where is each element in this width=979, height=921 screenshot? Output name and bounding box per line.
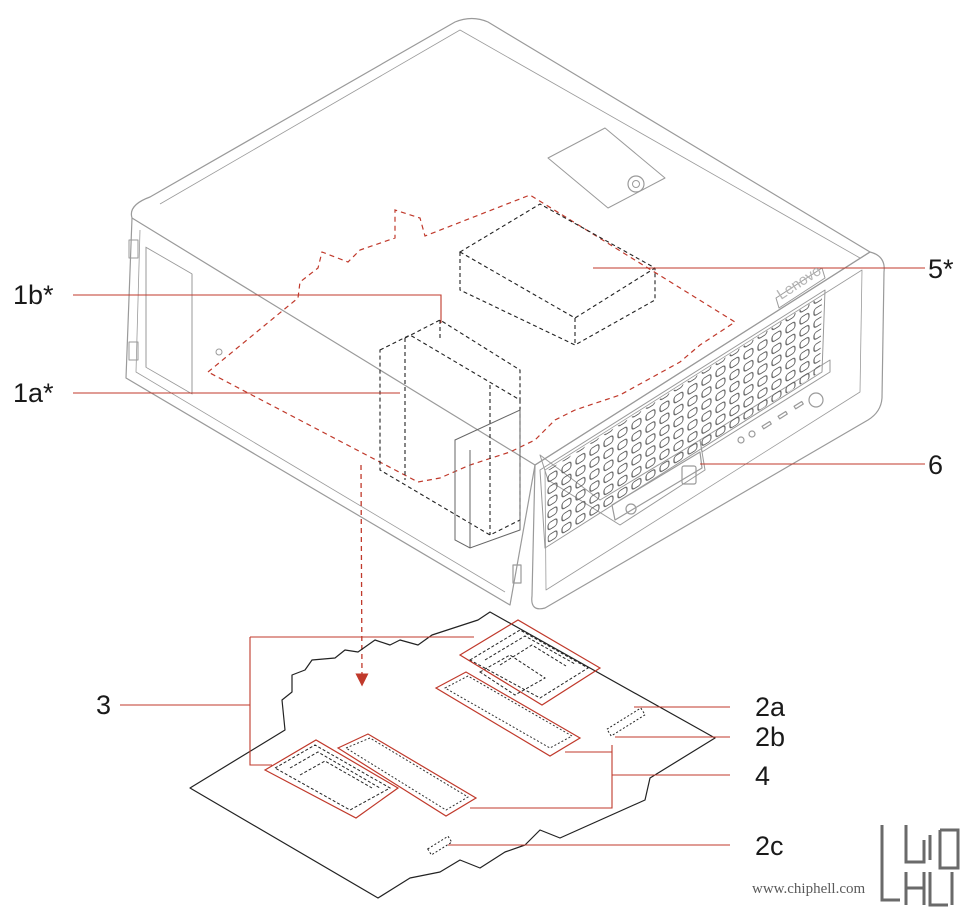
foot-front xyxy=(512,564,522,584)
callout-6: 6 xyxy=(928,450,943,480)
dimm-slots-top-highlight xyxy=(458,619,602,706)
disassembly-arrow xyxy=(355,464,369,687)
connector-2c-icon xyxy=(427,835,453,856)
rear-latch-top xyxy=(128,239,139,259)
rear-handle-slot xyxy=(145,246,193,395)
cpu-socket-area xyxy=(434,671,582,757)
chassis-left-inner-edge xyxy=(135,229,506,593)
audio-jack-icon-2 xyxy=(748,430,756,438)
dimm-slots-bottom xyxy=(273,744,392,811)
chassis xyxy=(125,17,885,610)
system-board-outline-in-chassis xyxy=(206,194,737,483)
callout-4: 4 xyxy=(755,761,770,791)
watermark: www.chiphell.com xyxy=(752,825,960,907)
callout-2b: 2b xyxy=(755,722,785,752)
dimm-slots-top xyxy=(468,629,589,699)
power-button-icon xyxy=(808,392,824,408)
callout-2c: 2c xyxy=(755,831,784,861)
top-access-door xyxy=(547,127,666,209)
leader-1b xyxy=(73,294,442,323)
drive-latch-icon xyxy=(681,465,697,485)
chassis-front-inner xyxy=(544,269,863,591)
connector-2a-icon xyxy=(606,707,646,737)
front-drive-tray xyxy=(611,451,703,521)
expansion-cage xyxy=(454,409,521,549)
leader-lines xyxy=(73,267,925,846)
dimm-slots-bottom-highlight xyxy=(263,739,400,819)
audio-jack-icon xyxy=(737,436,745,444)
chassis-left-panel xyxy=(125,217,536,606)
rear-screw xyxy=(215,348,223,356)
chiphell-logo-icon xyxy=(880,825,960,907)
usb-port-icon-2 xyxy=(777,410,788,420)
callout-3: 3 xyxy=(96,690,111,720)
callout-labels: 5* 1b* 1a* 6 3 2a 2b 4 2c xyxy=(13,254,954,861)
usb-port-icon-3 xyxy=(793,400,804,410)
drive-release-icon xyxy=(625,503,637,515)
psu-outline xyxy=(458,203,657,346)
callout-1a: 1a* xyxy=(13,378,54,408)
callout-1b: 1b* xyxy=(13,280,54,310)
chassis-top-inner-edge xyxy=(159,29,861,259)
rear-latch-bottom xyxy=(128,341,139,361)
front-mesh-grille xyxy=(545,296,822,545)
top-door-lock-inner xyxy=(632,180,640,188)
usb-port-icon xyxy=(761,420,772,430)
cpu-socket-area-2 xyxy=(336,733,478,817)
chassis-front-bezel xyxy=(531,251,885,610)
top-door-lock-icon xyxy=(627,175,645,193)
system-board xyxy=(189,611,716,899)
drive-cage-outline xyxy=(379,319,521,536)
front-mesh-outline xyxy=(539,289,826,549)
callout-5: 5* xyxy=(928,254,954,284)
callout-2a: 2a xyxy=(755,692,786,722)
leader-3-bracket xyxy=(249,637,272,766)
leader-4-bracket xyxy=(470,745,613,809)
brand-badge xyxy=(775,267,826,309)
watermark-url: www.chiphell.com xyxy=(752,881,865,897)
